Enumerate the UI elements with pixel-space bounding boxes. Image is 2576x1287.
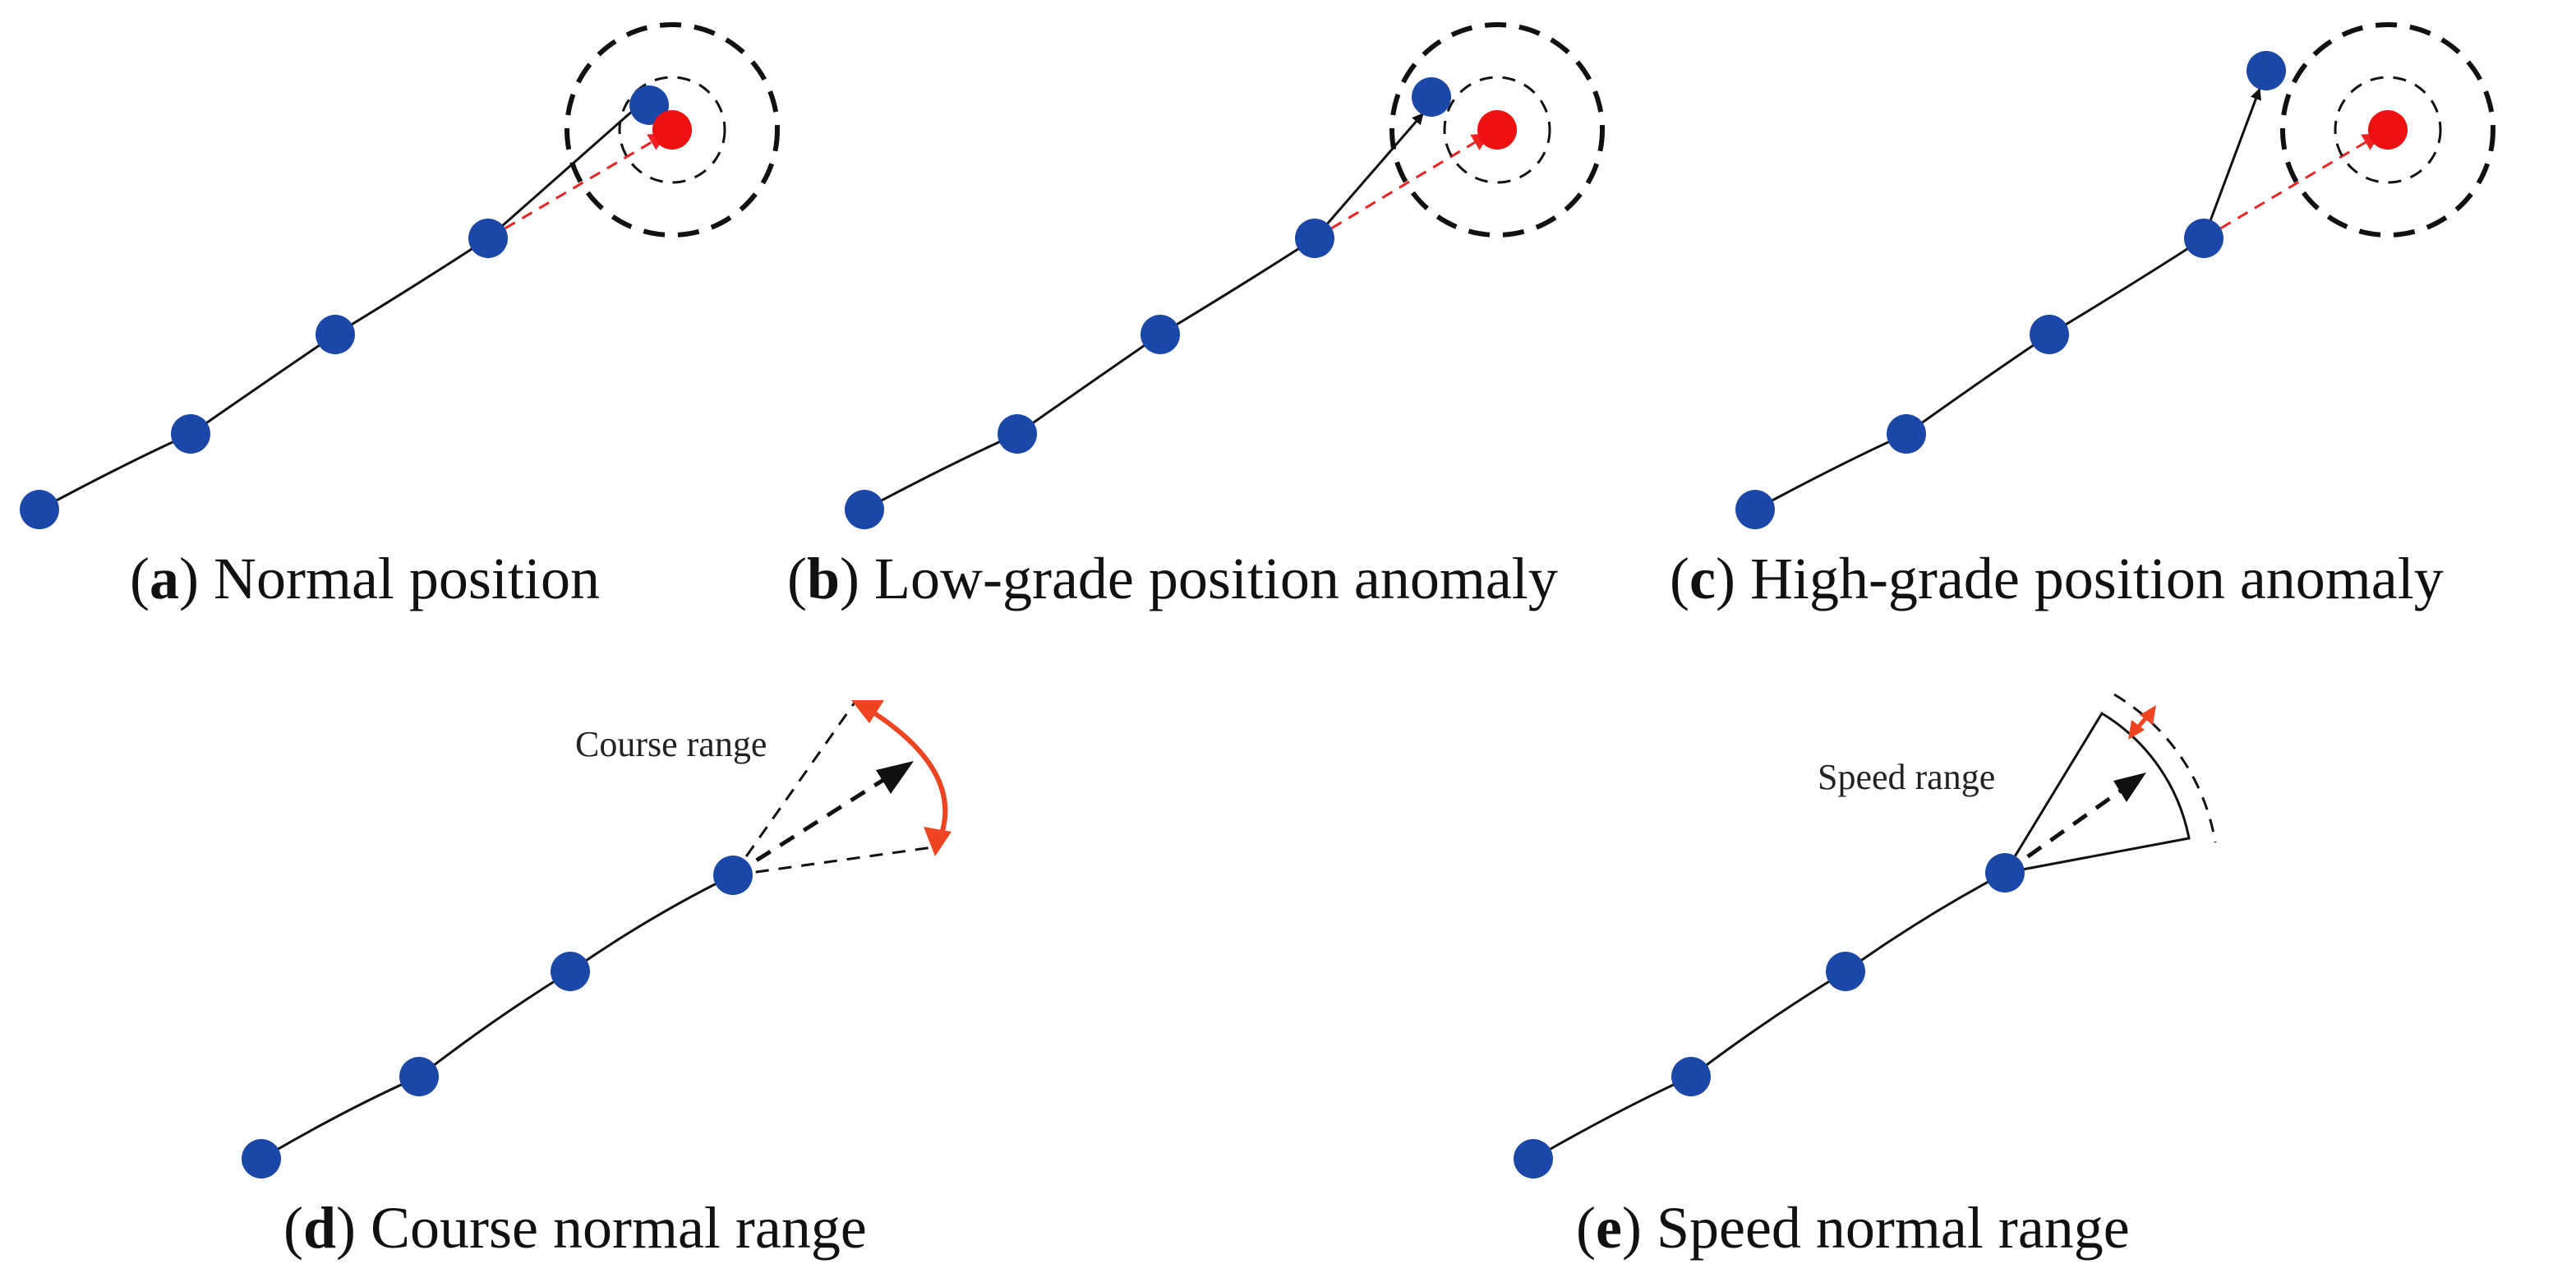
panel-e: Speed range (e) Speed normal range (1514, 693, 2217, 1261)
track-point (2030, 315, 2069, 354)
track-point (242, 1139, 281, 1179)
panel-letter: e (1596, 1195, 1622, 1261)
panel-c: (c) High-grade position anomaly (1670, 22, 2495, 611)
outer-range-circle (2280, 22, 2495, 238)
predicted-position-point (2368, 110, 2408, 150)
panel-title: Course normal range (371, 1195, 867, 1261)
actual-position-point (1412, 77, 1451, 117)
track-point (171, 414, 210, 454)
track-point (316, 315, 355, 354)
panel-c-caption: (c) High-grade position anomaly (1670, 546, 2444, 611)
track-point (845, 490, 884, 529)
course-direction-arrow (731, 762, 910, 878)
track-point (1826, 952, 1865, 991)
track-point (468, 219, 508, 258)
speed-inner-sector (2002, 711, 2191, 875)
track-point (998, 414, 1037, 454)
course-arc-head-bottom (924, 827, 952, 856)
track-point (1671, 1057, 1711, 1096)
track-point (2184, 219, 2223, 258)
panel-d: Course range (d) Course normal range (242, 700, 952, 1261)
panel-d-caption: (d) Course normal range (283, 1195, 867, 1261)
course-range-arc (863, 704, 948, 848)
panel-a: (a) Normal position (20, 22, 780, 611)
track-lines (864, 113, 1425, 511)
track-point (551, 952, 590, 991)
panel-a-caption: (a) Normal position (130, 546, 600, 611)
track-point (20, 490, 59, 529)
course-arc-head-top (851, 700, 884, 723)
track-point (399, 1057, 439, 1096)
panel-e-caption: (e) Speed normal range (1576, 1195, 2130, 1261)
track-lines (260, 874, 734, 1160)
track-point (1295, 219, 1334, 258)
panel-letter: c (1689, 546, 1716, 611)
actual-position-point (629, 85, 669, 125)
outer-range-circle (1389, 22, 1605, 238)
predicted-arrow (1314, 132, 1491, 240)
track-point (1141, 315, 1180, 354)
inner-range-circle (618, 76, 726, 184)
predicted-arrow (2203, 132, 2381, 240)
course-arrowhead (876, 761, 914, 794)
predicted-position-point (1477, 110, 1517, 150)
speed-marker-head-bottom (2128, 720, 2145, 740)
speed-outer-arc (2113, 693, 2217, 843)
panel-title: High-grade position anomaly (1750, 546, 2444, 611)
track-lines (1754, 88, 2262, 511)
predicted-arrow (487, 132, 667, 240)
track-lines (39, 95, 649, 511)
track-lines (1532, 871, 2006, 1160)
course-range-label: Course range (575, 724, 767, 764)
inner-range-circle (1443, 76, 1551, 184)
speed-range-label: Speed range (1818, 757, 1995, 797)
panel-title: Speed normal range (1657, 1195, 2130, 1261)
track-point (713, 856, 753, 895)
inner-range-circle (2334, 76, 2442, 184)
panel-letter: d (303, 1195, 336, 1261)
predicted-position-point (652, 110, 692, 150)
panel-title: Low-grade position anomaly (874, 546, 1558, 611)
actual-position-point (2247, 51, 2286, 90)
panel-b-caption: (b) Low-grade position anomaly (787, 546, 1558, 611)
outer-range-circle (565, 22, 780, 238)
panel-b: (b) Low-grade position anomaly (787, 22, 1605, 611)
speed-marker-head-top (2140, 705, 2156, 725)
course-sector (731, 702, 939, 877)
track-point (1514, 1139, 1553, 1179)
track-point (1735, 490, 1775, 529)
track-point (1985, 853, 2025, 893)
panel-letter: b (807, 546, 840, 611)
speed-arrowhead (2113, 773, 2146, 802)
panel-letter: a (150, 546, 179, 611)
track-point (1887, 414, 1926, 454)
panel-title: Normal position (214, 546, 600, 611)
